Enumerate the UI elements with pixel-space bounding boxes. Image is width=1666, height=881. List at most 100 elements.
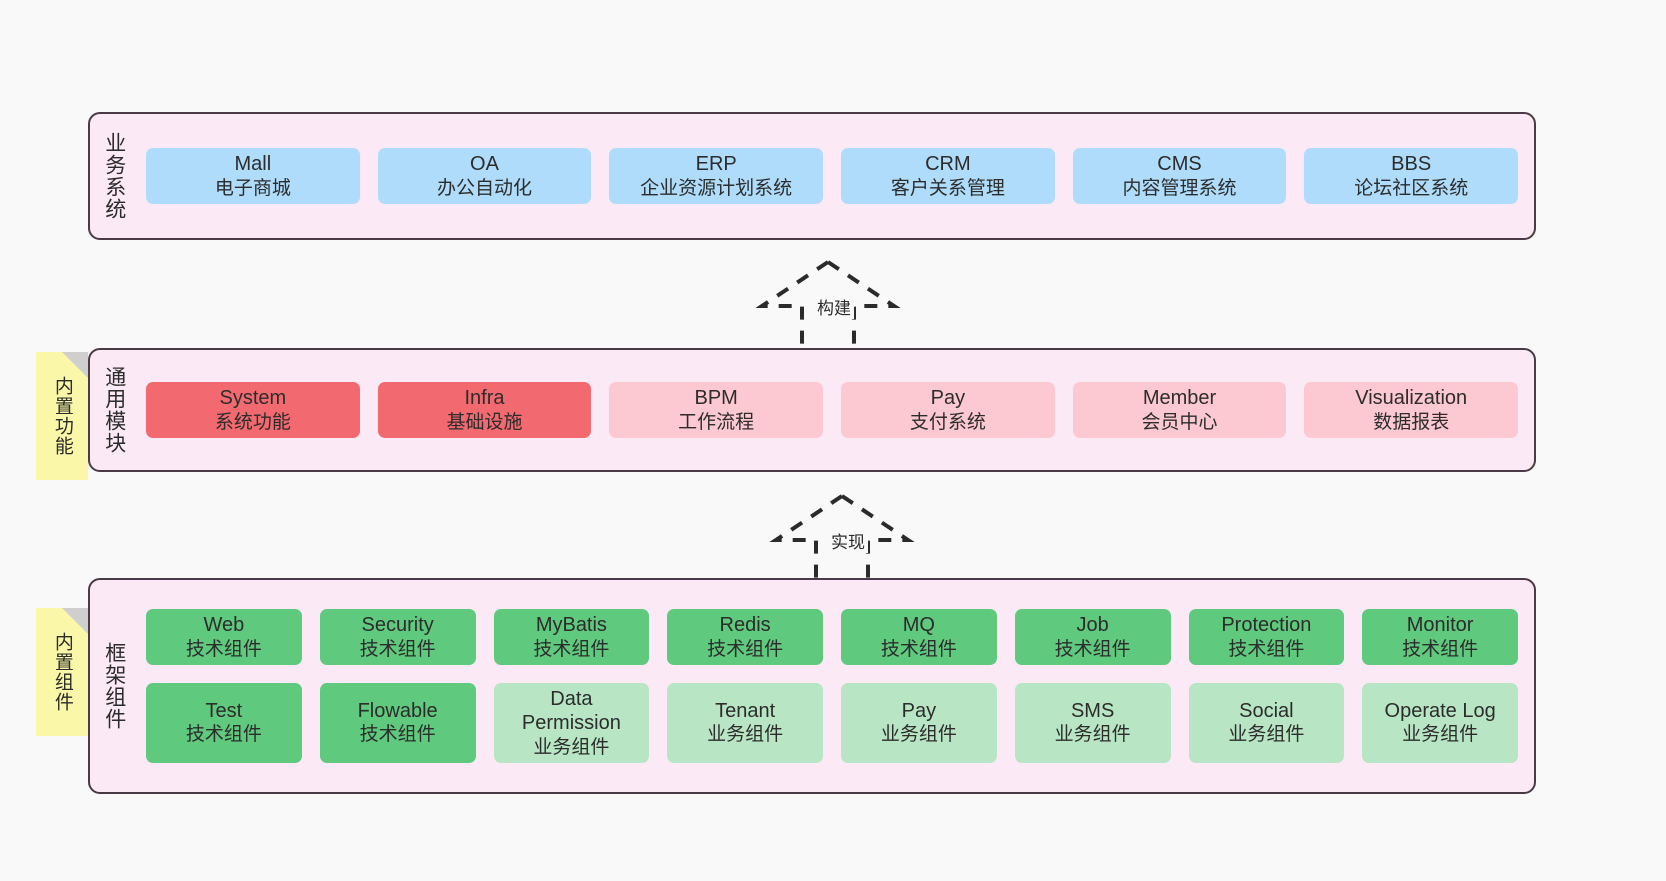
- card-infra[interactable]: Infra 基础设施: [377, 382, 592, 438]
- card-mq[interactable]: MQ 技术组件: [841, 609, 997, 665]
- card-title: Operate Log: [1384, 699, 1496, 722]
- card-subtitle: 支付系统: [909, 411, 986, 433]
- layer-framework-components: 框架组件 Web 技术组件 Security 技术组件 MyBatis 技术组件…: [88, 578, 1536, 794]
- card-title: MQ: [902, 614, 935, 637]
- card-title: Social: [1239, 699, 1294, 722]
- dashed-hollow-arrow-icon: [755, 260, 901, 350]
- card-subtitle: 业务组件: [1228, 724, 1305, 746]
- card-title: System: [219, 387, 287, 410]
- layer-body-business: Mall 电子商城 OA 办公自动化 ERP 企业资源计划系统 CRM 客户关系…: [138, 114, 1534, 238]
- card-web[interactable]: Web 技术组件: [146, 609, 302, 665]
- card-title: Monitor: [1406, 614, 1474, 637]
- card-title: Job: [1076, 614, 1109, 637]
- layer-title-business: 业务系统: [102, 132, 126, 220]
- card-crm[interactable]: CRM 客户关系管理: [841, 148, 1055, 204]
- card-title: Web: [203, 614, 245, 637]
- card-test[interactable]: Test 技术组件: [146, 682, 302, 763]
- layer-business-systems: 业务系统 Mall 电子商城 OA 办公自动化 ERP 企业资源计划系统 CRM…: [88, 112, 1536, 240]
- card-operate-log[interactable]: Operate Log 业务组件: [1362, 682, 1518, 763]
- card-title: Member: [1142, 387, 1217, 410]
- card-flowable[interactable]: Flowable 技术组件: [319, 682, 476, 763]
- card-visualization[interactable]: Visualization 数据报表: [1304, 382, 1519, 438]
- card-subtitle: 技术组件: [185, 638, 262, 660]
- card-title: Security: [361, 614, 434, 637]
- card-title: Tenant: [715, 699, 776, 722]
- layer-body-framework: Web 技术组件 Security 技术组件 MyBatis 技术组件 Redi…: [138, 580, 1534, 792]
- card-subtitle: 系统功能: [214, 411, 291, 433]
- layer-row: Test 技术组件 Flowable 技术组件 Data Permission …: [146, 682, 1518, 763]
- layer-common-modules: 通用模块 System 系统功能 Infra 基础设施 BPM 工作流程 Pay…: [88, 348, 1536, 472]
- card-subtitle: 业务组件: [1054, 724, 1131, 746]
- card-subtitle: 业务组件: [707, 724, 784, 746]
- card-erp[interactable]: ERP 企业资源计划系统: [609, 148, 824, 204]
- card-title: Visualization: [1355, 387, 1468, 410]
- card-system[interactable]: System 系统功能: [146, 382, 360, 438]
- layer-title-framework: 框架组件: [102, 642, 126, 730]
- card-title: Test: [205, 699, 243, 722]
- card-subtitle: 工作流程: [678, 411, 755, 433]
- card-redis[interactable]: Redis 技术组件: [667, 609, 823, 665]
- card-protection[interactable]: Protection 技术组件: [1188, 609, 1345, 665]
- card-subtitle: 技术组件: [533, 638, 610, 660]
- card-cms[interactable]: CMS 内容管理系统: [1072, 148, 1287, 204]
- card-mybatis[interactable]: MyBatis 技术组件: [493, 609, 650, 665]
- card-title: Mall: [234, 153, 272, 176]
- card-subtitle: 业务组件: [1402, 724, 1479, 746]
- card-title: MyBatis: [535, 614, 607, 637]
- card-social[interactable]: Social 业务组件: [1188, 682, 1345, 763]
- card-subtitle: 企业资源计划系统: [640, 177, 793, 199]
- card-mall[interactable]: Mall 电子商城: [146, 148, 360, 204]
- sticky-note-label: 内置组件: [51, 632, 73, 712]
- card-subtitle: 办公自动化: [437, 177, 533, 199]
- arrow-label-implement: 实现: [828, 528, 868, 553]
- card-subtitle: 内容管理系统: [1122, 177, 1237, 199]
- card-title: Protection: [1221, 614, 1312, 637]
- card-title: BBS: [1391, 153, 1432, 176]
- card-subtitle: 技术组件: [880, 638, 957, 660]
- card-job[interactable]: Job 技术组件: [1014, 609, 1171, 665]
- card-subtitle: 技术组件: [359, 638, 436, 660]
- card-subtitle: 论坛社区系统: [1354, 177, 1469, 199]
- card-subtitle: 电子商城: [214, 177, 291, 199]
- card-title: BPM: [694, 387, 738, 410]
- card-title: Pay: [930, 387, 966, 410]
- card-subtitle: 业务组件: [880, 724, 957, 746]
- card-subtitle: 技术组件: [185, 724, 262, 746]
- card-pay-module[interactable]: Pay 支付系统: [841, 382, 1055, 438]
- sticky-note-builtin-components: 内置组件: [36, 608, 88, 736]
- card-title: Infra: [464, 387, 505, 410]
- card-member[interactable]: Member 会员中心: [1072, 382, 1287, 438]
- card-subtitle: 技术组件: [1228, 638, 1305, 660]
- card-bpm[interactable]: BPM 工作流程: [609, 382, 824, 438]
- card-subtitle: 技术组件: [1402, 638, 1479, 660]
- card-title: SMS: [1070, 699, 1115, 722]
- card-subtitle: 技术组件: [359, 724, 436, 746]
- page-fold-icon: [62, 352, 88, 378]
- card-security[interactable]: Security 技术组件: [319, 609, 476, 665]
- card-monitor[interactable]: Monitor 技术组件: [1362, 609, 1518, 665]
- card-title: OA: [470, 153, 499, 176]
- card-title: CMS: [1157, 153, 1202, 176]
- card-title: Data Permission: [521, 687, 621, 735]
- card-tenant[interactable]: Tenant 业务组件: [667, 682, 823, 763]
- page-fold-icon: [62, 608, 88, 634]
- card-subtitle: 技术组件: [707, 638, 784, 660]
- card-subtitle: 技术组件: [1054, 638, 1131, 660]
- arrow-label-build: 构建: [814, 294, 854, 319]
- card-sms[interactable]: SMS 业务组件: [1014, 682, 1171, 763]
- card-oa[interactable]: OA 办公自动化: [377, 148, 592, 204]
- sticky-note-builtin-features: 内置功能: [36, 352, 88, 480]
- card-bbs[interactable]: BBS 论坛社区系统: [1304, 148, 1519, 204]
- card-pay-component[interactable]: Pay 业务组件: [841, 682, 997, 763]
- layer-row: Mall 电子商城 OA 办公自动化 ERP 企业资源计划系统 CRM 客户关系…: [146, 148, 1519, 204]
- layer-title-common: 通用模块: [102, 366, 126, 454]
- dashed-hollow-arrow-icon: [769, 494, 915, 584]
- card-title: CRM: [925, 153, 971, 176]
- card-subtitle: 数据报表: [1373, 411, 1450, 433]
- card-data-permission[interactable]: Data Permission 业务组件: [493, 682, 650, 763]
- card-subtitle: 会员中心: [1141, 411, 1218, 433]
- layer-row: System 系统功能 Infra 基础设施 BPM 工作流程 Pay 支付系统…: [146, 382, 1519, 438]
- card-title: ERP: [695, 153, 737, 176]
- layer-row: Web 技术组件 Security 技术组件 MyBatis 技术组件 Redi…: [146, 609, 1518, 665]
